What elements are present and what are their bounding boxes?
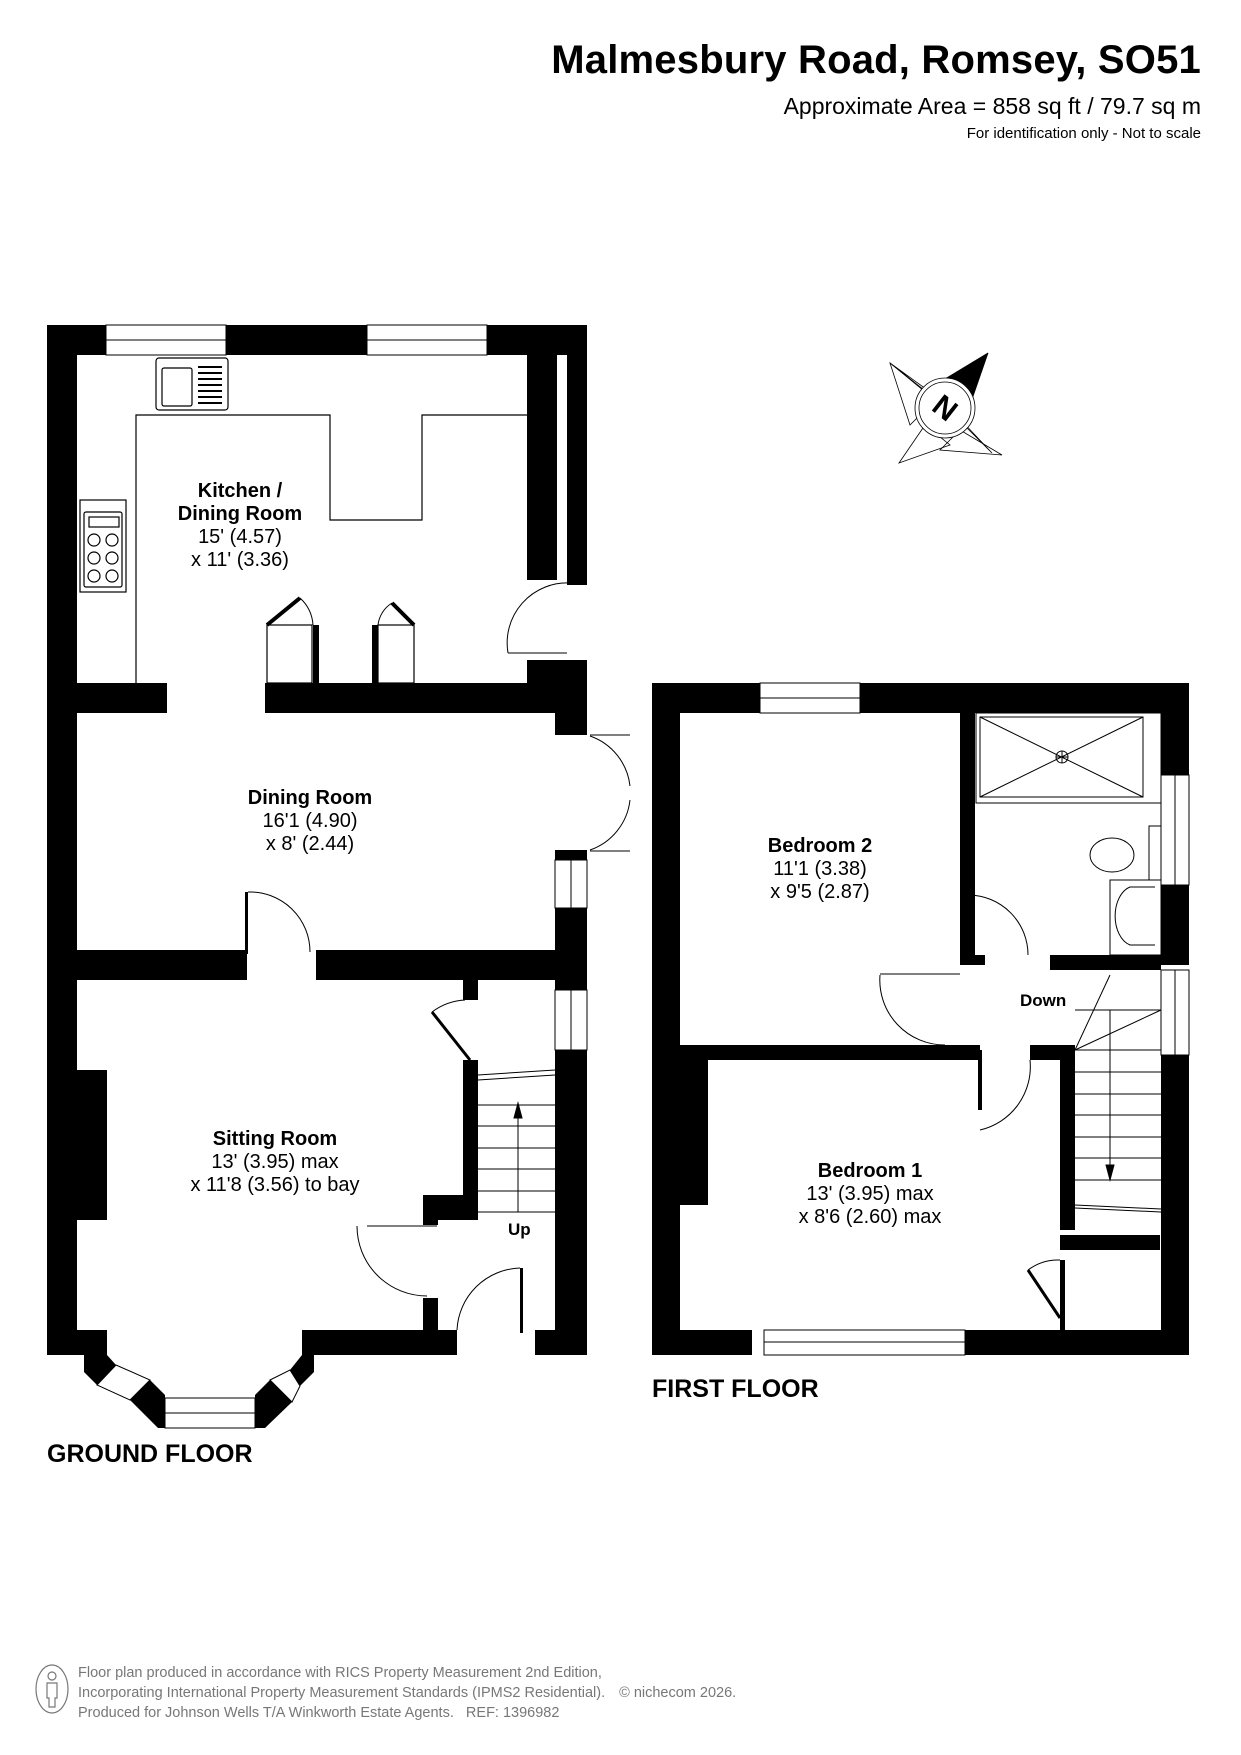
room-dimension: x 9'5 (2.87) bbox=[770, 881, 870, 903]
approximate-area: Approximate Area = 858 sq ft / 79.7 sq m bbox=[783, 93, 1201, 119]
room-name: Kitchen / bbox=[197, 480, 283, 502]
hob-icon bbox=[79, 499, 127, 593]
room-dimension: 13' (3.95) max bbox=[211, 1151, 339, 1173]
shower-tray-icon bbox=[975, 712, 1162, 804]
room-bedroom-1: Bedroom 1 13' (3.95) max x 8'6 (2.60) ma… bbox=[770, 1160, 970, 1229]
room-dimension: 13' (3.95) max bbox=[806, 1183, 934, 1205]
footer-line-2: Incorporating International Property Mea… bbox=[78, 1685, 606, 1701]
doors bbox=[245, 582, 631, 1333]
room-name: Bedroom 1 bbox=[817, 1160, 923, 1182]
stairs-down-label: Down bbox=[1020, 991, 1067, 1010]
room-dimension: 11'1 (3.38) bbox=[773, 858, 867, 880]
first-floor-walls bbox=[652, 683, 1189, 1355]
first-floor-doors bbox=[879, 894, 1062, 1319]
room-dimension: x 8' (2.44) bbox=[265, 833, 355, 855]
footer-line-3: Produced for Johnson Wells T/A Winkworth… bbox=[78, 1705, 560, 1721]
ground-stairs bbox=[477, 1069, 556, 1213]
room-name: Bedroom 2 bbox=[767, 835, 873, 857]
room-sitting: Sitting Room 13' (3.95) max x 11'8 (3.56… bbox=[160, 1128, 390, 1197]
room-kitchen-dining: Kitchen / Dining Room 15' (4.57) x 11' (… bbox=[160, 480, 320, 572]
room-dimension: x 11' (3.36) bbox=[191, 549, 289, 571]
first-floor-stairs bbox=[1074, 974, 1162, 1213]
header: Malmesbury Road, Romsey, SO51 Approximat… bbox=[551, 38, 1201, 143]
north-arrow-icon bbox=[889, 352, 1003, 464]
first-floor-label: FIRST FLOOR bbox=[652, 1375, 819, 1403]
property-title: Malmesbury Road, Romsey, SO51 bbox=[551, 38, 1201, 82]
bathroom-fittings bbox=[975, 712, 1162, 956]
room-name: Sitting Room bbox=[212, 1128, 338, 1150]
room-dimension: 15' (4.57) bbox=[198, 526, 282, 548]
ground-floor-label: GROUND FLOOR bbox=[47, 1440, 253, 1468]
footer-line-1: Floor plan produced in accordance with R… bbox=[78, 1665, 602, 1681]
scale-note: For identification only - Not to scale bbox=[966, 125, 1201, 143]
room-bedroom-2: Bedroom 2 11'1 (3.38) x 9'5 (2.87) bbox=[730, 835, 910, 904]
copyright: © nichecom 2026. bbox=[619, 1685, 737, 1701]
room-dimension: x 11'8 (3.56) to bay bbox=[190, 1174, 360, 1196]
room-dimension: x 8'6 (2.60) max bbox=[798, 1206, 942, 1228]
sink-icon bbox=[155, 357, 229, 411]
room-name-line2: Dining Room bbox=[177, 503, 303, 525]
room-name: Dining Room bbox=[247, 787, 373, 809]
ground-floor-windows bbox=[96, 324, 588, 1429]
room-dimension: 16'1 (4.90) bbox=[262, 810, 358, 832]
basin-icon bbox=[1114, 886, 1155, 946]
footer: Floor plan produced in accordance with R… bbox=[66, 1663, 736, 1723]
person-icon bbox=[35, 1664, 69, 1714]
ground-floor-walls bbox=[47, 325, 587, 1428]
stairs-up-label: Up bbox=[508, 1220, 531, 1239]
kitchen-fittings bbox=[79, 357, 527, 684]
toilet-icon bbox=[1089, 837, 1135, 873]
room-dining: Dining Room 16'1 (4.90) x 8' (2.44) bbox=[210, 787, 410, 856]
first-floor-windows bbox=[759, 682, 1190, 1356]
